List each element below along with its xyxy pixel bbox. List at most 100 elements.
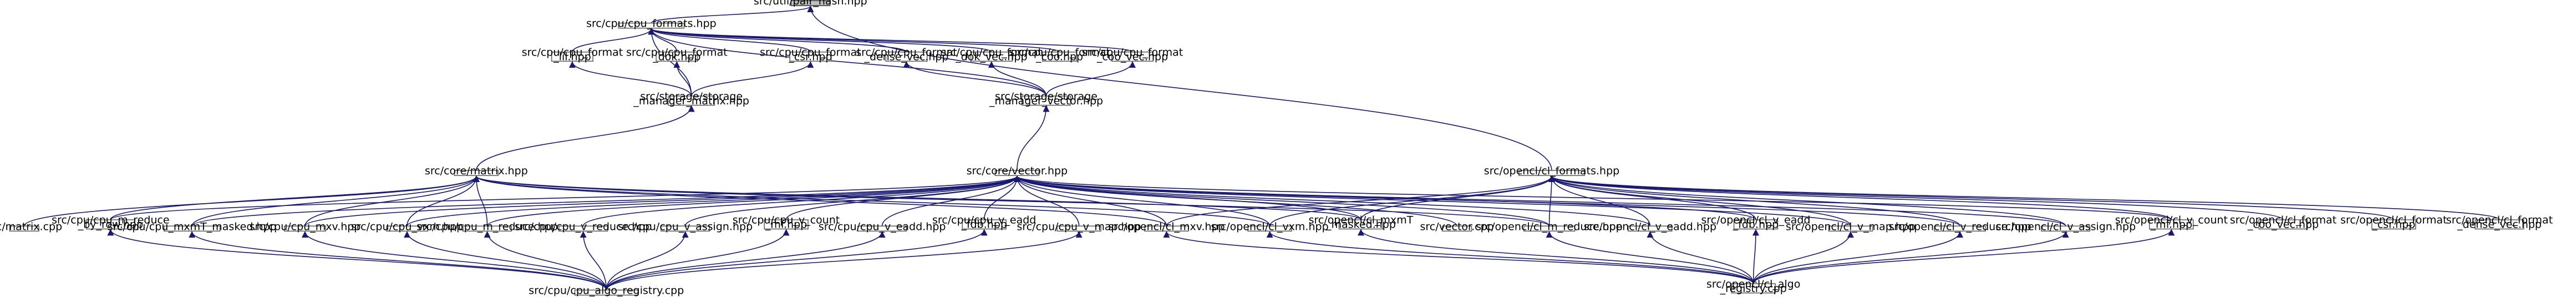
node-cpu_mxv[interactable]: src/cpu/cpu_mxv.hpp bbox=[250, 220, 361, 233]
edge-cl_algo_registry-to-cl_m_reduce bbox=[1546, 231, 1754, 284]
node-box bbox=[85, 219, 136, 230]
node-box bbox=[462, 225, 512, 232]
node-label: _masked.hpp bbox=[1325, 219, 1396, 231]
node-cl_v_eadd_fdb[interactable]: src/opencl/cl_v_eadd_fdb.hpp bbox=[1701, 214, 1810, 231]
node-pair_hash[interactable]: src/util/pair_hash.hpp bbox=[754, 0, 867, 7]
node-box bbox=[962, 219, 1007, 230]
node-label: src/opencl/cl_v_reduce.hpp bbox=[1889, 220, 2031, 233]
edge-cl_algo_registry-to-cl_v_count_mf bbox=[1752, 229, 2175, 284]
edge-cl_v_assign-to-core_vector bbox=[1014, 175, 2066, 226]
node-cl_vxm[interactable]: src/opencl/cl_vxm.hpp bbox=[1211, 220, 1329, 233]
node-box bbox=[789, 51, 832, 62]
node-cpu_algo_registry[interactable]: src/cpu/cpu_algo_registry.cpp bbox=[529, 285, 684, 297]
node-label: src/cpu/cpu_mxmT_masked.hpp bbox=[108, 220, 277, 233]
node-label: _manager_vector.hpp bbox=[989, 95, 1103, 107]
node-cpu_m_reduce_by_row[interactable]: src/cpu/cpu_m_reduce_by_row.hpp bbox=[52, 214, 169, 231]
node-label: src/opencl/cl_format bbox=[2446, 214, 2553, 226]
node-cpu_format_csr[interactable]: src/cpu/cpu_format_csr.hpp bbox=[760, 47, 861, 63]
node-box bbox=[1628, 225, 1673, 232]
node-label: src/core/vector.hpp bbox=[967, 165, 1068, 177]
edge-cl_algo_registry-to-cl_v_assign bbox=[1752, 231, 2069, 284]
edge-cl_v_count_mf-to-core_vector bbox=[1014, 175, 2172, 220]
node-box bbox=[1056, 225, 1101, 232]
node-cpu_v_reduce[interactable]: src/cpu/cpu_v_reduce.hpp bbox=[515, 220, 652, 233]
node-label: _dense_vec.hpp bbox=[864, 51, 949, 63]
node-label: _dense_vec.hpp bbox=[2457, 219, 2542, 231]
node-cl_v_count_mf[interactable]: src/opencl/cl_v_count_mf.hpp bbox=[2115, 214, 2228, 231]
node-cpu_m_reduce[interactable]: src/cpu/cpu_m_reduce.hpp bbox=[416, 220, 558, 233]
node-box bbox=[1934, 225, 1986, 232]
edge-cpu_algo_registry-to-cpu_m_reduce bbox=[484, 231, 607, 290]
node-cpu_v_map[interactable]: src/cpu/cpu_v_map.hpp bbox=[1017, 220, 1141, 233]
edge-cpu_mxmT_masked-to-core_matrix bbox=[191, 175, 480, 226]
edge-cl_algo_registry-to-cl_v_map bbox=[1752, 231, 1854, 284]
node-box bbox=[1523, 225, 1576, 232]
node-label: src/cpu/cpu_format bbox=[1009, 47, 1110, 59]
node-cl_format_dense_vec[interactable]: src/opencl/cl_format_dense_vec.hpp bbox=[2446, 214, 2553, 231]
edge-cpu_v_eadd_fdb-to-core_vector bbox=[983, 175, 1020, 220]
node-cl_mxv[interactable]: src/opencl/cl_mxv.hpp bbox=[1108, 220, 1225, 233]
node-cpu_format_lil[interactable]: src/cpu/cpu_format_lil.hpp bbox=[522, 47, 623, 63]
node-cl_v_assign[interactable]: src/opencl/cl_v_assign.hpp bbox=[1995, 220, 2136, 233]
node-cl_v_reduce[interactable]: src/opencl/cl_v_reduce.hpp bbox=[1889, 220, 2031, 233]
node-core_matrix[interactable]: src/core/matrix.hpp bbox=[425, 165, 528, 177]
node-cpu_formats[interactable]: src/cpu/cpu_formats.hpp bbox=[586, 18, 717, 30]
node-cpu_format_coo_vec[interactable]: src/cpu/cpu_format_coo_vec.hpp bbox=[1082, 47, 1183, 63]
node-label: src/opencl/cl_vxm.hpp bbox=[1211, 220, 1329, 233]
node-cpu_mxmT_masked[interactable]: src/cpu/cpu_mxmT_masked.hpp bbox=[108, 220, 277, 233]
node-cpu_format_coo[interactable]: src/cpu/cpu_format_coo.hpp bbox=[1009, 47, 1110, 63]
node-matrix_cpp[interactable]: src/matrix.cpp bbox=[0, 220, 62, 233]
node-label: src/opencl/cl_v_count bbox=[2115, 214, 2228, 226]
node-cl_v_eadd[interactable]: src/opencl/cl_v_eadd.hpp bbox=[1584, 220, 1716, 233]
edge-cl_mxv-to-cl_formats bbox=[1166, 175, 1555, 226]
node-cl_m_reduce[interactable]: src/opencl/cl_m_reduce.hpp bbox=[1476, 220, 1622, 233]
node-label: _mf.hpp bbox=[2150, 219, 2193, 231]
node-cpu_vxm[interactable]: src/cpu/cpu_vxm.hpp bbox=[351, 220, 463, 233]
edge-cl_algo_registry-to-cl_vxm bbox=[1266, 231, 1754, 284]
node-storage_manager_vector[interactable]: src/storage/storage_manager_vector.hpp bbox=[989, 90, 1103, 107]
edge-cl_v_eadd-to-core_vector bbox=[1014, 175, 1651, 226]
node-cl_format_csr[interactable]: src/opencl/cl_format_csr.hpp bbox=[2340, 214, 2447, 231]
node-box bbox=[551, 51, 594, 62]
node-box bbox=[574, 289, 639, 296]
node-core_vector[interactable]: src/core/vector.hpp bbox=[967, 165, 1068, 177]
node-cl_mxmT_masked[interactable]: src/opencl/cl_mxmT_masked.hpp bbox=[1309, 214, 1414, 231]
node-box bbox=[1442, 225, 1472, 232]
node-label: src/cpu/cpu_mxv.hpp bbox=[250, 220, 361, 233]
node-cl_formats[interactable]: src/opencl/cl_formats.hpp bbox=[1484, 165, 1619, 177]
edge-cpu_vxm-to-core_vector bbox=[407, 175, 1020, 226]
node-vector_cpp[interactable]: src/vector.cpp bbox=[1420, 220, 1493, 233]
node-label: src/cpu/cpu_v_map.hpp bbox=[1017, 220, 1141, 233]
edge-cpu_algo_registry-to-cpu_v_count_mf bbox=[606, 229, 790, 290]
edge-cpu_algo_registry-to-cpu_vxm bbox=[404, 231, 607, 290]
node-box bbox=[2041, 225, 2091, 232]
node-cpu_v_eadd_fdb[interactable]: src/cpu/cpu_v_eadd_fdb.hpp bbox=[932, 214, 1036, 231]
node-box bbox=[454, 170, 499, 177]
node-cpu_v_eadd[interactable]: src/cpu/cpu_v_eadd.hpp bbox=[819, 220, 946, 233]
node-label: _dok_vec.hpp bbox=[955, 51, 1027, 63]
node-storage_manager_matrix[interactable]: src/storage/storage_manager_matrix.hpp bbox=[633, 90, 749, 107]
edge-cpu_m_reduce_by_row-to-core_matrix bbox=[110, 175, 480, 220]
edge-cl_v_count_mf-to-cl_formats bbox=[1548, 175, 2172, 220]
node-cpu_format_dok_vec[interactable]: src/cpu/cpu_format_dok_vec.hpp bbox=[941, 47, 1043, 63]
node-cl_algo_registry[interactable]: src/opencl/cl_algo_registry.cpp bbox=[1706, 278, 1801, 295]
edge-cl_v_eadd-to-cl_formats bbox=[1548, 175, 1651, 226]
edge-cl_v_assign-to-cl_formats bbox=[1548, 175, 2066, 226]
node-label: _by_row.hpp bbox=[78, 219, 143, 231]
node-label: _csr.hpp bbox=[2371, 219, 2415, 231]
node-cpu_format_dense_vec[interactable]: src/cpu/cpu_format_dense_vec.hpp bbox=[856, 47, 957, 63]
node-cpu_format_dok[interactable]: src/cpu/cpu_format_dok.hpp bbox=[626, 47, 728, 63]
node-label: src/opencl/cl_format bbox=[2230, 214, 2336, 226]
node-box bbox=[1828, 225, 1873, 232]
node-box bbox=[2258, 219, 2308, 230]
node-cpu_v_count_mf[interactable]: src/cpu/cpu_v_count_mf.hpp bbox=[733, 214, 840, 231]
node-label: src/cpu/cpu_vxm.hpp bbox=[351, 220, 463, 233]
node-cl_v_map[interactable]: src/opencl/cl_v_map.hpp bbox=[1786, 220, 1916, 233]
node-label: src/cpu/cpu_format bbox=[1082, 47, 1183, 59]
node-label: src/opencl/cl_mxmT bbox=[1309, 214, 1414, 226]
node-box bbox=[885, 51, 928, 62]
node-cl_format_coo_vec[interactable]: src/opencl/cl_format_coo_vec.hpp bbox=[2230, 214, 2336, 231]
node-cpu_v_assign[interactable]: src/cpu/cpu_v_assign.hpp bbox=[618, 220, 753, 233]
node-label: src/vector.cpp bbox=[1420, 220, 1493, 233]
